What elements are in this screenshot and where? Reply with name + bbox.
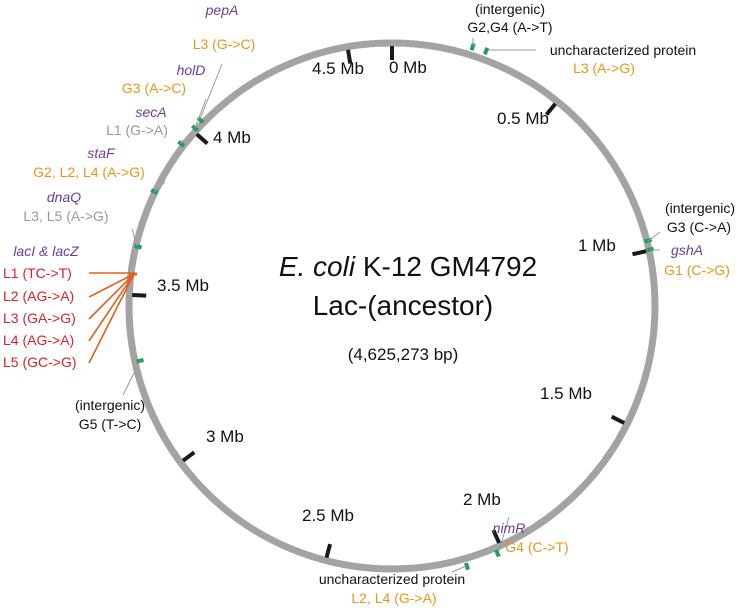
genome-title: E. coli K-12 GM4792 bbox=[279, 251, 537, 282]
mutation-mark-uncharacterized-bottom bbox=[464, 562, 470, 571]
leader-line-pepA bbox=[199, 63, 223, 120]
leader-line-intergenic-right bbox=[647, 231, 661, 242]
leader-lines-lac bbox=[88, 272, 135, 364]
mutation-label-intergenic-right: G3 (C->A) bbox=[667, 219, 731, 235]
leader-line-nimR bbox=[498, 516, 510, 552]
mutation-label-secA: L1 (G->A) bbox=[106, 122, 168, 138]
mutation-label-pepA: L3 (G->C) bbox=[193, 36, 256, 52]
tick-label-1-5mb: 1.5 Mb bbox=[540, 384, 592, 403]
tick-label-0mb: 0 Mb bbox=[389, 58, 427, 77]
leader-line-uncharacterized-bottom bbox=[451, 565, 467, 573]
intergenic-label-top: (intergenic) bbox=[475, 1, 545, 17]
genome-size: (4,625,273 bp) bbox=[348, 345, 459, 364]
tick-label-2-5mb: 2.5 Mb bbox=[302, 506, 354, 525]
tick-mark-1mb bbox=[632, 249, 647, 257]
mutation-label-intergenic-top: G2,G4 (A->T) bbox=[467, 19, 552, 35]
tick-mark-4mb bbox=[195, 132, 209, 146]
mutation-label-lac-3: L3 (GA->G) bbox=[3, 310, 76, 326]
mutation-label-uncharacterized-bottom: L2, L4 (G->A) bbox=[351, 590, 436, 606]
leader-line-lac-4 bbox=[88, 273, 135, 342]
gene-label-holD: holD bbox=[177, 62, 206, 78]
mutation-label-lac-1: L1 (TC->T) bbox=[3, 265, 72, 281]
tick-mark-4-5mb bbox=[346, 49, 353, 64]
mutation-label-dnaQ: L3, L5 (A->G) bbox=[23, 208, 108, 224]
gene-label-nimR: nimR bbox=[493, 520, 526, 536]
tick-label-3-5mb: 3.5 Mb bbox=[157, 276, 209, 295]
gene-label-dnaQ: dnaQ bbox=[47, 189, 81, 205]
tick-mark-2mb bbox=[491, 529, 501, 544]
tick-label-4mb: 4 Mb bbox=[213, 128, 251, 147]
gene-label-secA: secA bbox=[135, 104, 166, 120]
mutation-label-lac-5: L5 (GC->G) bbox=[3, 354, 77, 370]
mutation-label-intergenic-left: G5 (T->C) bbox=[79, 416, 142, 432]
leader-line-secA bbox=[180, 139, 184, 145]
tick-mark-1-5mb bbox=[610, 414, 626, 425]
tick-mark-2-5mb bbox=[324, 543, 333, 559]
species-name: E. coli bbox=[279, 251, 356, 282]
leader-line-lac-5 bbox=[88, 273, 135, 364]
tick-label-4-5mb: 4.5 Mb bbox=[312, 59, 364, 78]
tick-label-0-5mb: 0.5 Mb bbox=[497, 109, 549, 128]
mutation-label-staF: G2, L2, L4 (A->G) bbox=[33, 164, 145, 180]
mutation-mark-dnaQ bbox=[134, 243, 142, 250]
mutation-mark-nimR bbox=[494, 549, 501, 558]
mutation-label-holD: G3 (A->C) bbox=[122, 80, 186, 96]
intergenic-label-right: (intergenic) bbox=[665, 200, 735, 216]
mutation-label-gshA: G1 (C->G) bbox=[664, 262, 730, 278]
tick-mark-3mb bbox=[181, 450, 196, 463]
intergenic-label-left: (intergenic) bbox=[75, 397, 145, 413]
gene-label-pepA: pepA bbox=[205, 2, 239, 18]
tick-label-1mb: 1 Mb bbox=[578, 236, 616, 255]
tick-label-3mb: 3 Mb bbox=[206, 427, 244, 446]
leader-line-intergenic-left bbox=[122, 360, 141, 396]
chromosome-ring bbox=[125, 39, 659, 573]
mutation-mark-intergenic-left bbox=[136, 358, 144, 364]
gene-label-staF: staF bbox=[87, 145, 116, 161]
tick-marks bbox=[132, 46, 647, 559]
gene-label-lac: lacI & lacZ bbox=[13, 243, 79, 259]
tick-mark-3-5mb bbox=[132, 293, 147, 298]
protein-label-top: uncharacterized protein bbox=[550, 42, 696, 58]
mutation-mark-uncharacterized-top bbox=[483, 47, 490, 55]
genome-subtitle: Lac-(ancestor) bbox=[313, 290, 494, 321]
tick-mark-0-5mb bbox=[544, 102, 557, 116]
leader-line-holD bbox=[194, 98, 207, 129]
mutation-label-lac-2: L2 (AG->A) bbox=[3, 288, 74, 304]
leader-line-dnaQ bbox=[131, 228, 138, 247]
leader-line-lac-2 bbox=[88, 273, 135, 298]
leader-line-staF bbox=[153, 181, 166, 193]
mutation-mark-holD bbox=[191, 124, 199, 132]
mutation-label-lac-4: L4 (AG->A) bbox=[3, 332, 74, 348]
strain-name: K-12 GM4792 bbox=[355, 251, 537, 282]
leader-line-lac-3 bbox=[88, 273, 135, 320]
mutation-label-uncharacterized-top: L3 (A->G) bbox=[573, 60, 635, 76]
protein-label-bottom: uncharacterized protein bbox=[319, 571, 465, 587]
leader-lines bbox=[122, 38, 661, 573]
tick-label-2mb: 2 Mb bbox=[463, 490, 501, 509]
mutation-label-nimR: G4 (C->T) bbox=[505, 539, 568, 555]
gene-label-gshA: gshA bbox=[671, 242, 703, 258]
